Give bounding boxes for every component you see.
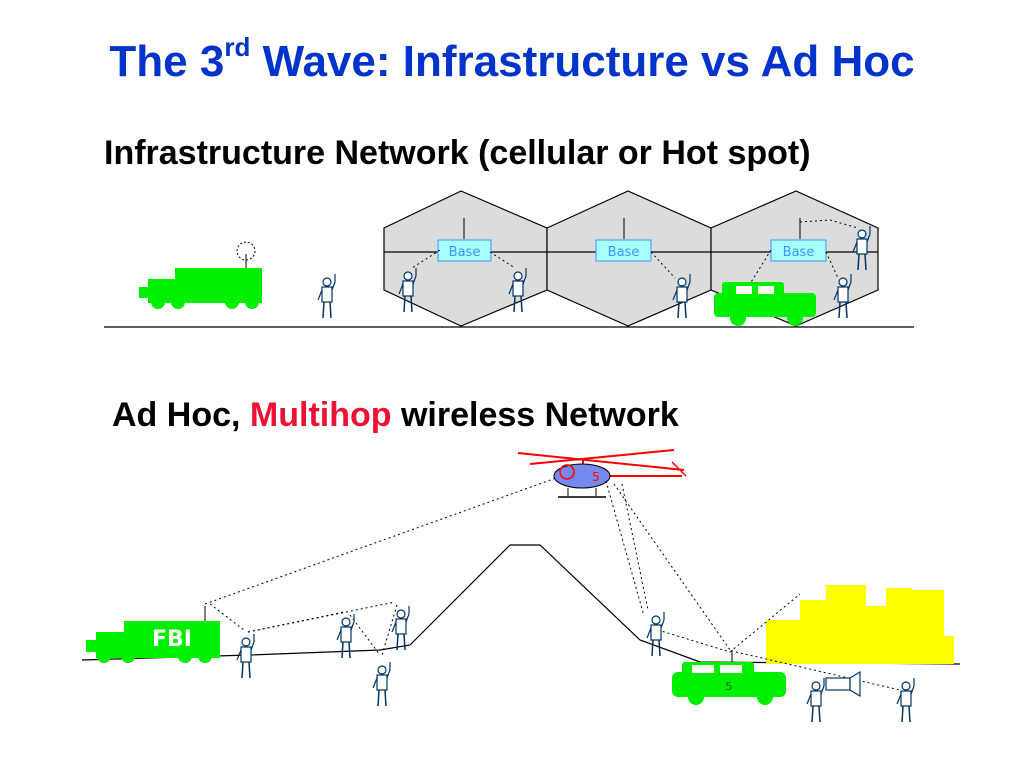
terrain-line [81,544,961,665]
base-station-3: Base [770,218,827,262]
green-truck-infra [139,241,262,309]
base-station-label: Base [783,245,815,260]
adhoc-heading: Ad Hoc, Multihop wireless Network [112,396,679,434]
car-label: 5 [726,680,733,693]
fbi-truck: FBI [86,606,220,663]
green-car-adhoc: 5 [672,650,786,705]
base-station-label: Base [608,245,640,260]
base-station-1: Base [437,218,492,262]
radio-links-infra [411,219,859,288]
slide-title: The 3rd Wave: Infrastructure vs Ad Hoc [109,32,915,86]
infrastructure-heading: Infrastructure Network (cellular or Hot … [104,134,811,172]
radio-links-adhoc [204,477,901,691]
helicopter: 5 [517,449,687,498]
fbi-label: FBI [152,627,192,652]
base-station-label: Base [449,245,481,260]
yellow-city-buildings [766,585,954,664]
green-car-infra [714,282,816,326]
video-camera [825,670,861,698]
helicopter-label: 5 [592,470,600,484]
base-station-2: Base [595,218,652,262]
